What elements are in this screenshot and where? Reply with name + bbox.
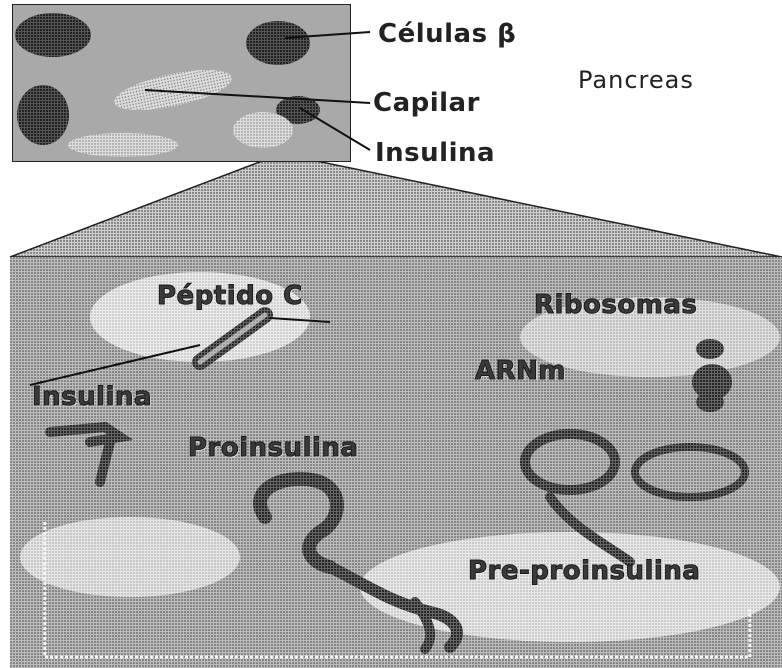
cell-cluster bbox=[15, 13, 91, 57]
cell-body bbox=[68, 133, 178, 157]
cell-body bbox=[233, 112, 293, 148]
cytoplasm-haze bbox=[20, 517, 240, 597]
cell-cluster bbox=[17, 85, 69, 145]
label-preproinsulin: Pre-proinsulina bbox=[468, 558, 700, 584]
label-insulin-top: Insulina bbox=[375, 140, 495, 166]
label-capillary: Capilar bbox=[373, 90, 480, 116]
ribosome bbox=[696, 339, 724, 359]
cytoplasm-haze bbox=[360, 532, 780, 642]
label-beta-cells: Células β bbox=[378, 21, 516, 47]
label-insulin-panel: Insulina bbox=[32, 384, 152, 410]
label-c-peptide: Péptido C bbox=[157, 283, 303, 309]
label-pancreas: Pancreas bbox=[578, 68, 694, 92]
islet-micrograph bbox=[13, 5, 350, 161]
micrograph-art bbox=[13, 5, 350, 161]
label-proinsulin: Proinsulina bbox=[188, 435, 359, 461]
ribosome bbox=[696, 392, 724, 412]
beta-cell bbox=[246, 21, 310, 65]
funnel-shape bbox=[10, 158, 782, 257]
label-ribosomes: Ribosomas bbox=[534, 292, 697, 318]
label-mrna: ARNm bbox=[475, 358, 566, 384]
